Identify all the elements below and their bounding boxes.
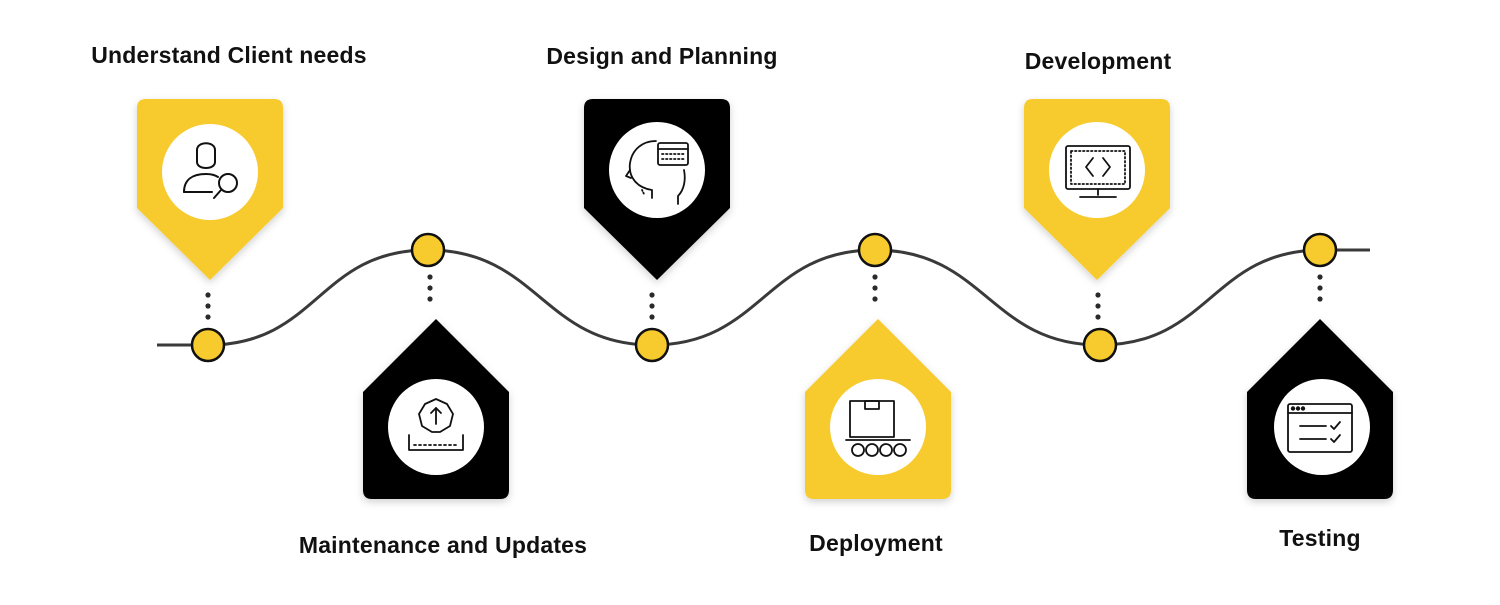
dotted-connectors: [205, 274, 1323, 320]
user-search-icon: [183, 142, 238, 199]
step-marker-development: [1024, 99, 1170, 280]
timeline-node-5: [1082, 327, 1118, 363]
step-marker-deployment: [805, 319, 951, 499]
step-title-testing: Testing: [1279, 525, 1361, 551]
timeline-wave: [157, 248, 1370, 347]
timeline-node-1: [190, 327, 226, 363]
timeline-node-6: [1302, 232, 1338, 268]
step-marker-maintenance-and-updates: [363, 319, 509, 499]
step-marker-testing: [1247, 319, 1393, 499]
code-monitor-icon: [1065, 145, 1131, 198]
step-title-understand-client-needs: Understand Client needs: [91, 42, 367, 68]
timeline-node-3: [634, 327, 670, 363]
timeline-node-2: [410, 232, 446, 268]
step-marker-design-and-planning: [584, 99, 730, 280]
step-title-design-and-planning: Design and Planning: [546, 43, 778, 69]
step-title-deployment: Deployment: [809, 530, 943, 556]
browser-checklist-icon: [1287, 403, 1353, 453]
step-title-maintenance-and-updates: Maintenance and Updates: [298, 532, 588, 558]
step-title-development: Development: [1024, 48, 1172, 74]
timeline-node-4: [857, 232, 893, 268]
step-marker-understand-client-needs: [137, 99, 283, 280]
box-conveyor-icon: [845, 400, 911, 457]
gear-upload-icon: [408, 398, 464, 451]
head-calendar-icon: [625, 140, 689, 205]
